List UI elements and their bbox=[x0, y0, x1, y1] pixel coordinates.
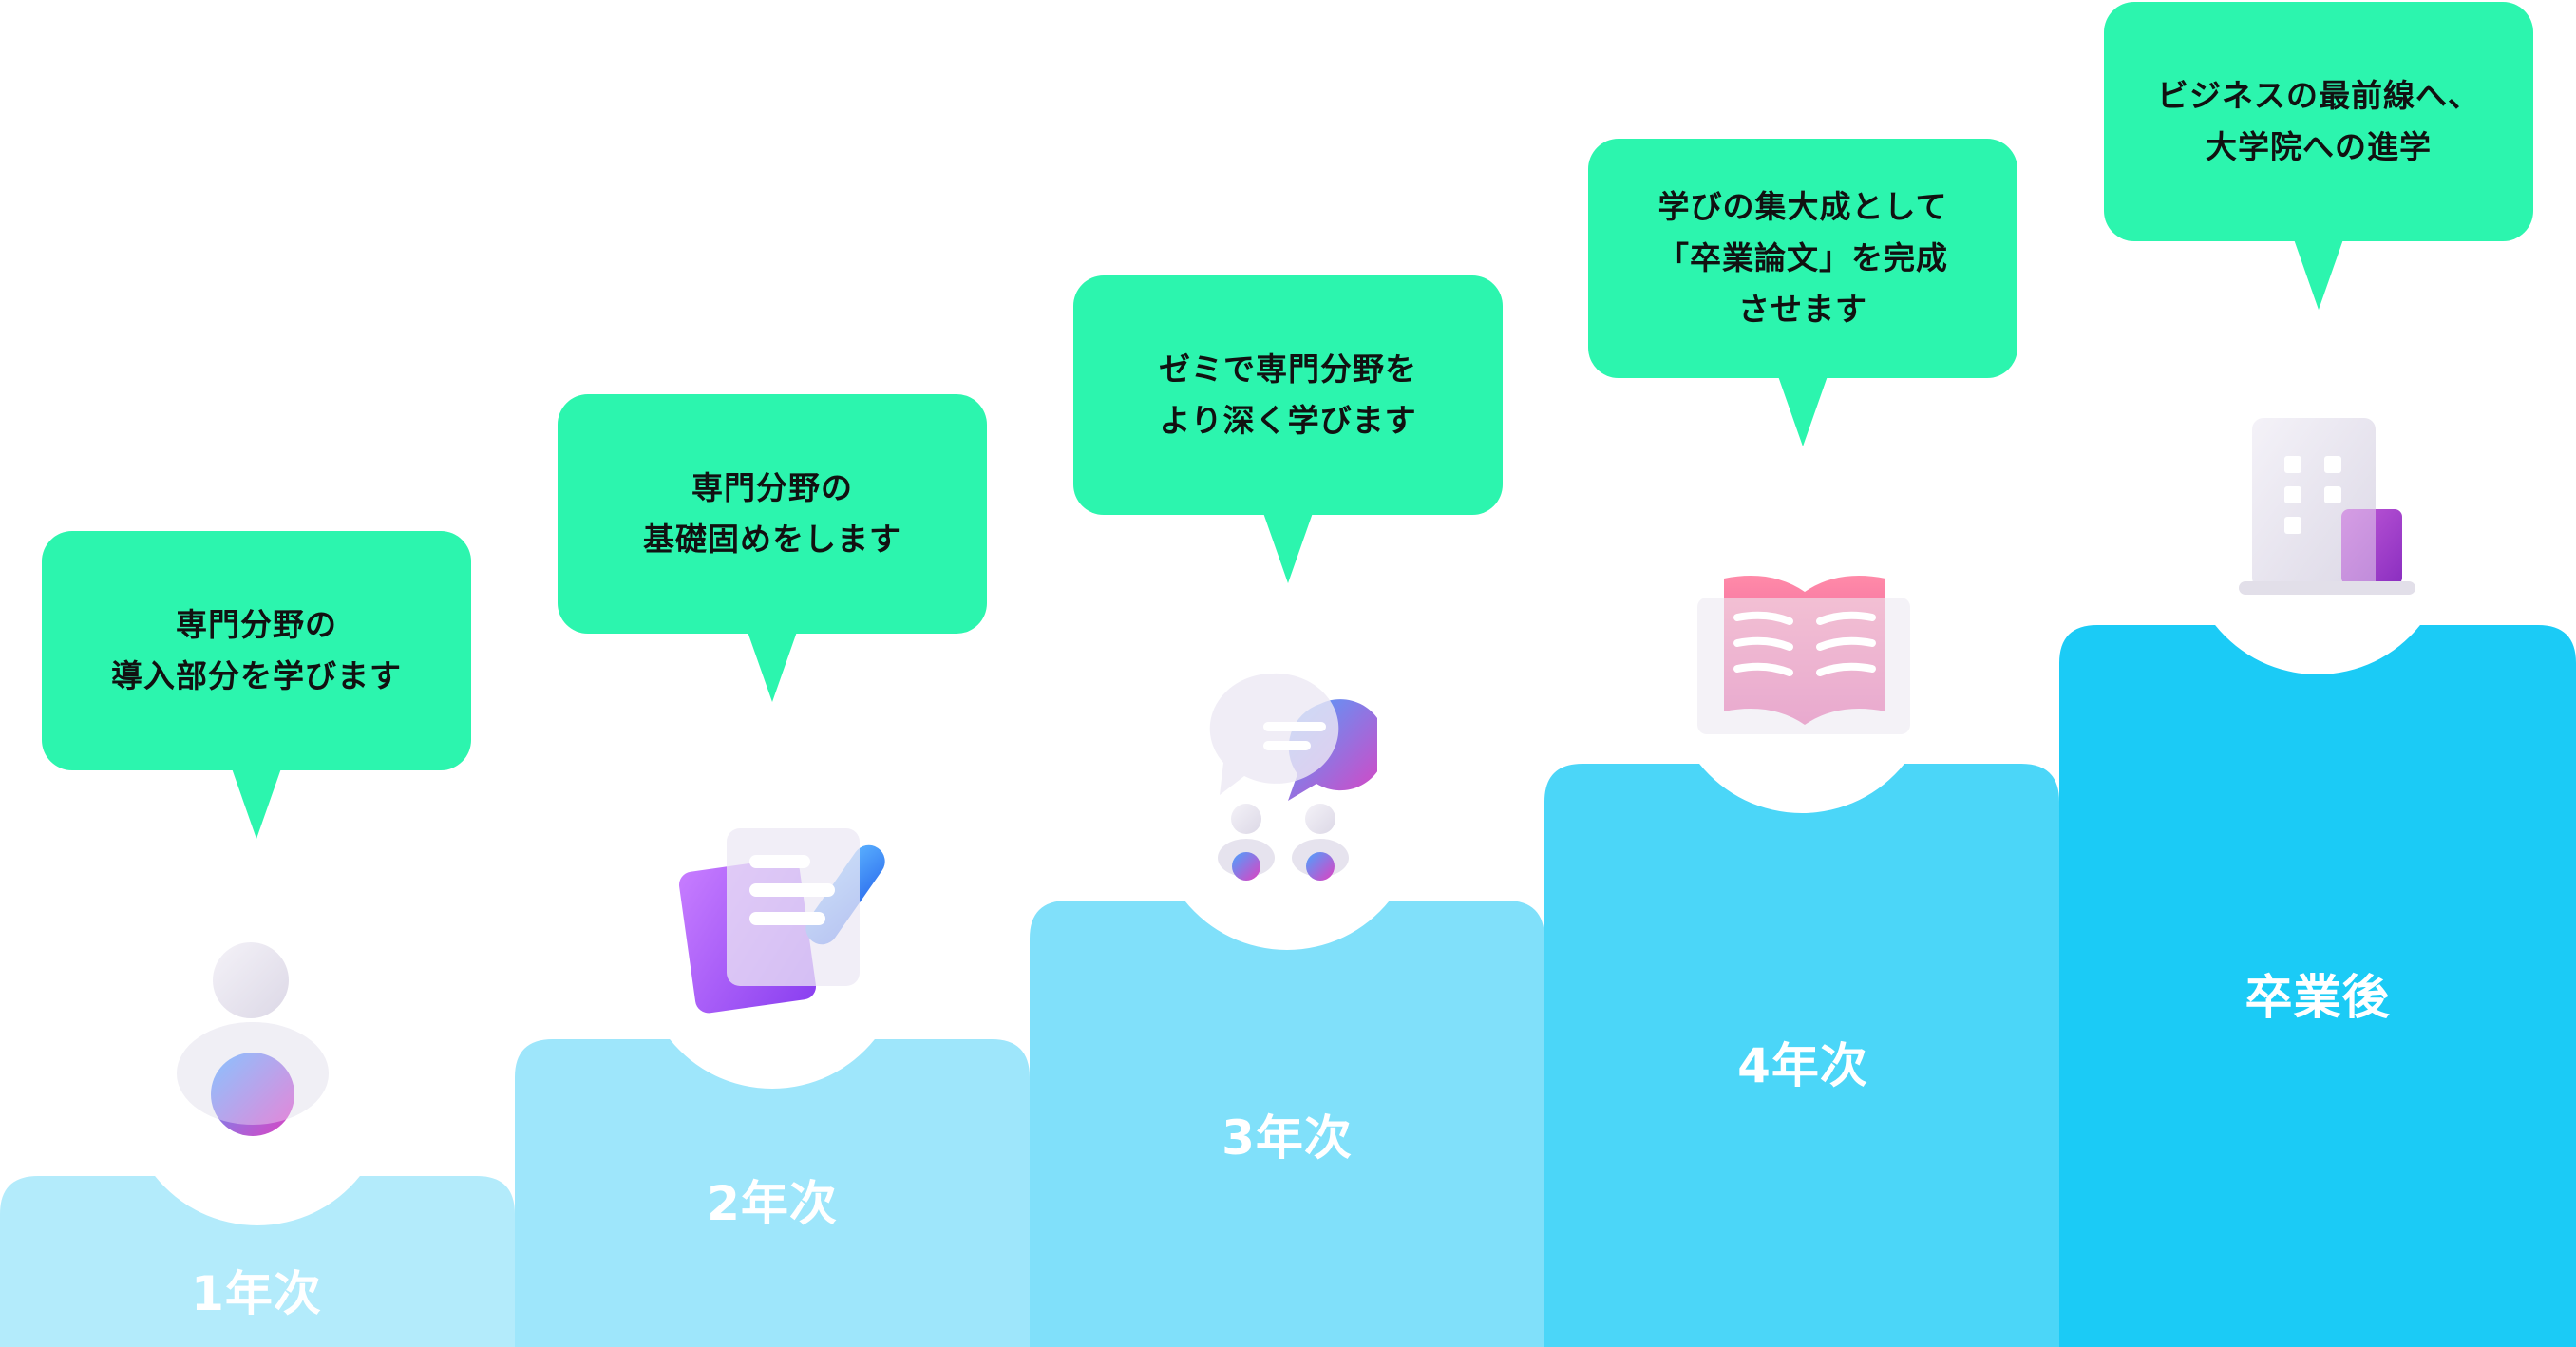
notes-pen-icon bbox=[678, 828, 885, 1014]
speech-bubble-5: ビジネスの最前線へ、 大学院への進学 bbox=[2104, 2, 2533, 310]
bubble-text-5: ビジネスの最前線へ、 大学院への進学 bbox=[2157, 77, 2480, 165]
step-label-2: 2年次 bbox=[707, 1176, 838, 1231]
person-icon bbox=[177, 942, 329, 1136]
bubble-text-1: 専門分野の 導入部分を学びます bbox=[111, 606, 402, 694]
discussion-icon bbox=[1209, 673, 1377, 881]
bubble-text-4: 学びの集大成として 「卒業論文」を完成 させます bbox=[1657, 188, 1948, 328]
step-label-1: 1年次 bbox=[191, 1266, 322, 1321]
bubble-text-2: 専門分野の 基礎固めをします bbox=[643, 469, 901, 558]
step-block-5 bbox=[2059, 625, 2576, 1347]
speech-bubble-2: 専門分野の 基礎固めをします bbox=[558, 394, 987, 702]
step-block-1 bbox=[0, 1176, 515, 1347]
step-block-4 bbox=[1544, 764, 2059, 1347]
speech-bubble-3: ゼミで専門分野を より深く学びます bbox=[1073, 275, 1503, 583]
step-label-3: 3年次 bbox=[1222, 1110, 1353, 1166]
step-label-4: 4年次 bbox=[1737, 1038, 1868, 1093]
open-book-icon bbox=[1697, 576, 1910, 734]
step-block-2 bbox=[515, 1039, 1030, 1347]
building-icon bbox=[2239, 418, 2415, 595]
speech-bubble-4: 学びの集大成として 「卒業論文」を完成 させます bbox=[1588, 139, 2017, 446]
speech-bubble-1: 専門分野の 導入部分を学びます bbox=[42, 531, 471, 839]
step-block-3 bbox=[1030, 901, 1544, 1347]
bubble-text-3: ゼミで専門分野を より深く学びます bbox=[1159, 351, 1417, 439]
step-label-5: 卒業後 bbox=[2245, 970, 2391, 1025]
